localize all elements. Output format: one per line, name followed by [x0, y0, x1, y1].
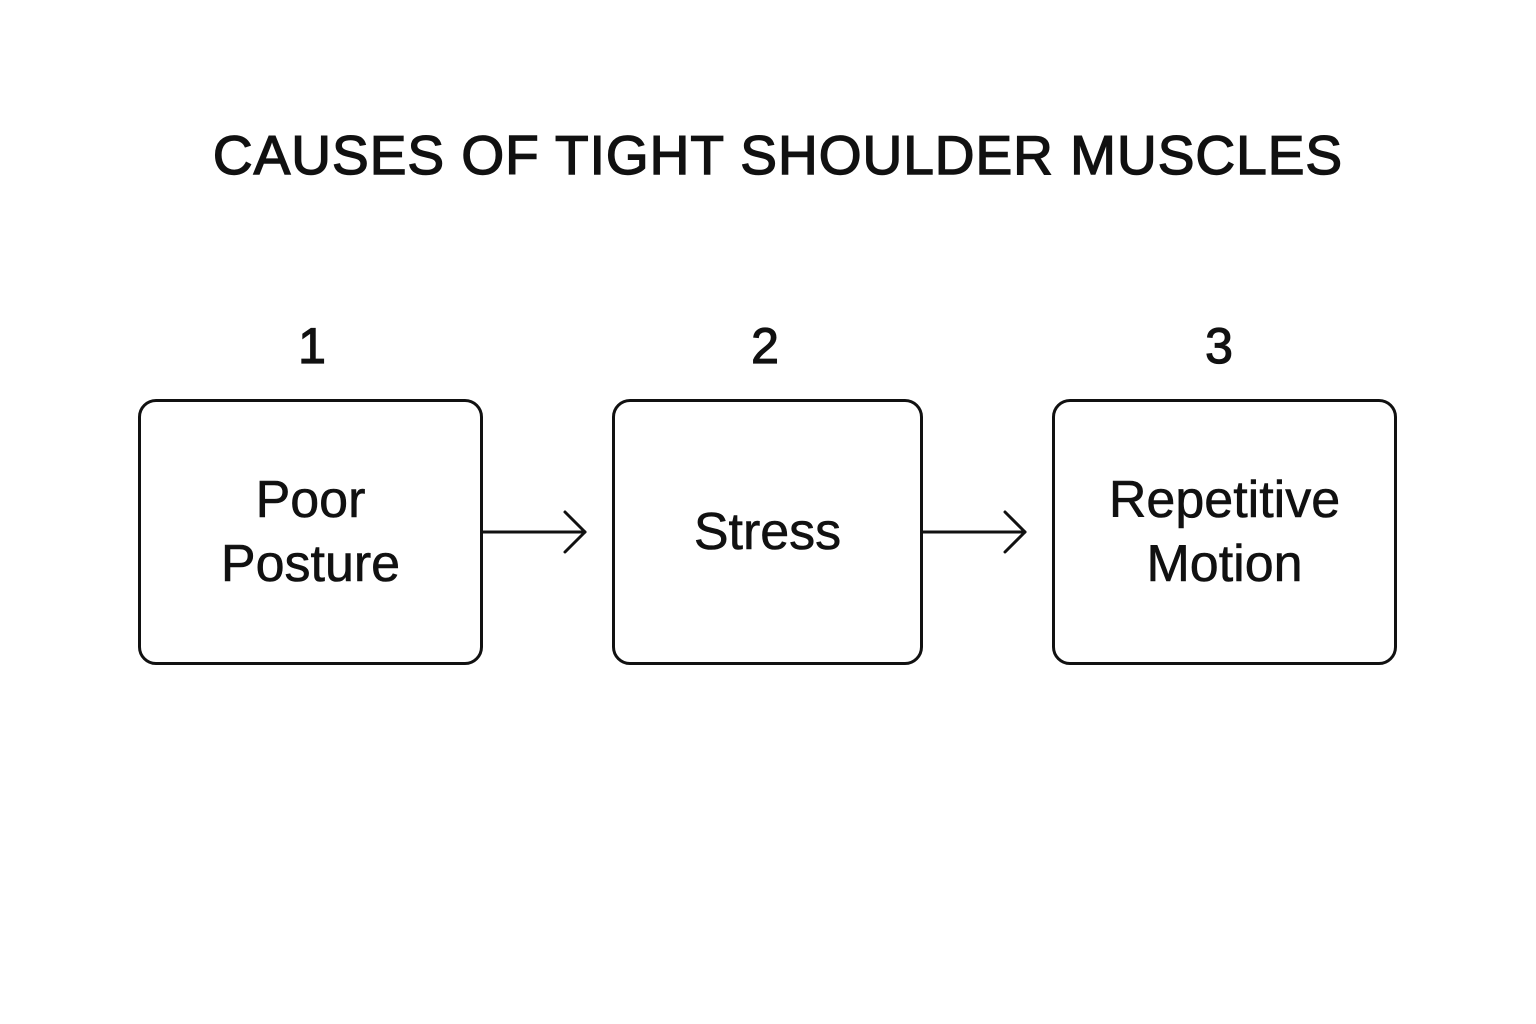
- step-number-2: 2: [750, 317, 779, 374]
- arrow-right-icon: [921, 510, 1027, 554]
- step-number-1: 1: [297, 317, 326, 374]
- step-box-stress: Stress: [612, 399, 923, 665]
- step-label-repetitive-motion: Repetitive Motion: [1108, 471, 1341, 594]
- step-label-stress: Stress: [693, 503, 842, 562]
- arrow-right-icon: [481, 510, 587, 554]
- step-number-3: 3: [1204, 317, 1233, 374]
- step-box-repetitive-motion: Repetitive Motion: [1052, 399, 1397, 665]
- diagram-title: CAUSES OF TIGHT SHOULDER MUSCLES: [212, 123, 1344, 186]
- step-box-poor-posture: Poor Posture: [138, 399, 483, 665]
- step-label-poor-posture: Poor Posture: [220, 471, 401, 594]
